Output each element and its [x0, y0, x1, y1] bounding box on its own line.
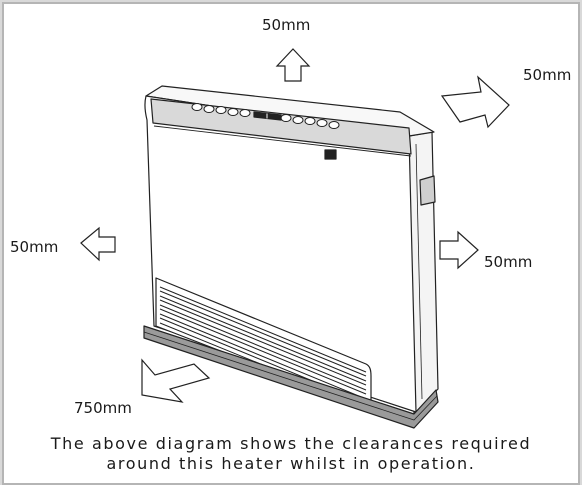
control-buttons — [191, 103, 340, 129]
heater-illustration — [143, 85, 439, 429]
control-button — [280, 114, 292, 122]
heater-diagram — [80, 48, 510, 429]
diagram-caption: The above diagram shows the clearances r… — [4, 434, 578, 474]
control-button — [191, 103, 203, 111]
up-arrow-icon — [275, 48, 311, 82]
down-left-arrow-icon — [141, 358, 211, 403]
caption-line-2: around this heater whilst in operation. — [106, 454, 476, 473]
control-button — [292, 116, 304, 124]
clearance-front-label: 750mm — [74, 399, 132, 417]
caption-line-1: The above diagram shows the clearances r… — [50, 434, 532, 453]
heater-side-edge — [415, 143, 423, 400]
control-strip — [150, 98, 412, 155]
control-button — [316, 119, 328, 127]
control-button — [239, 109, 251, 117]
clearance-top-label: 50mm — [262, 16, 311, 34]
up-right-arrow-icon — [440, 75, 510, 129]
heater-base — [143, 325, 439, 429]
left-arrow-icon — [80, 226, 116, 262]
clearance-left-label: 50mm — [10, 238, 59, 256]
clearance-right-label: 50mm — [484, 253, 533, 271]
control-button — [227, 108, 239, 116]
side-handle — [419, 175, 436, 206]
control-button — [203, 105, 215, 113]
clearance-rear-label: 50mm — [523, 66, 572, 84]
control-button — [215, 106, 227, 114]
control-button — [304, 117, 316, 125]
control-button — [328, 121, 340, 129]
brand-badge — [324, 149, 337, 160]
grille-frame — [155, 277, 372, 410]
right-arrow-icon — [439, 230, 479, 270]
